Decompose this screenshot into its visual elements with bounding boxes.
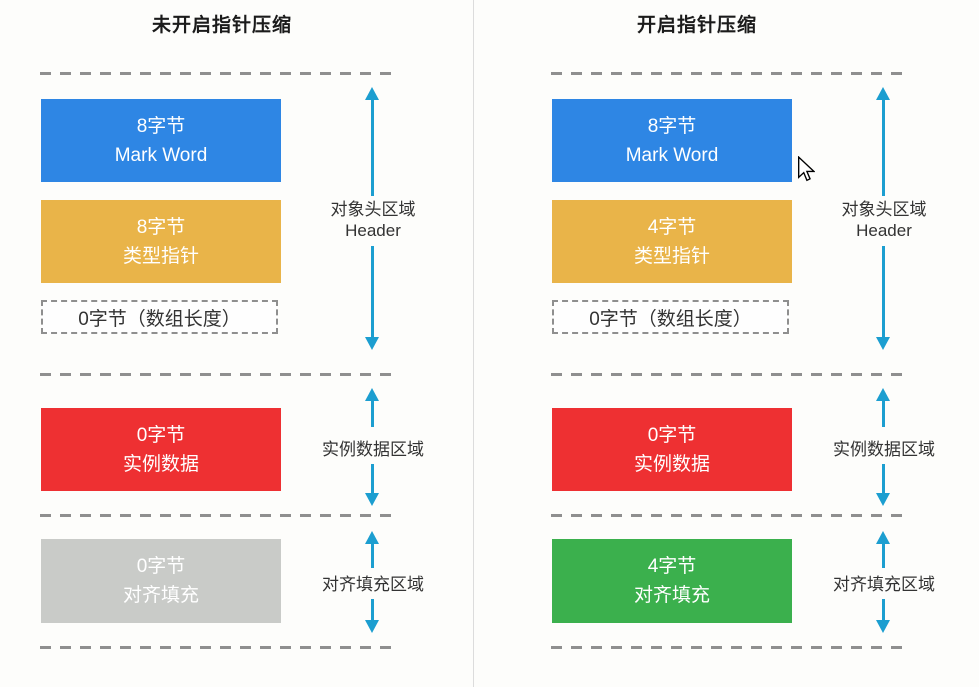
column-title: 开启指针压缩 [636, 15, 758, 36]
dashed-separator [40, 373, 398, 376]
region-arrow [882, 599, 885, 622]
region-arrow [882, 99, 885, 196]
memory-block-padding: 4字节 对齐填充 [552, 539, 792, 623]
block-name-label: 类型指针 [122, 245, 199, 267]
region-arrow [371, 99, 374, 196]
block-size-label: 8字节 [136, 115, 186, 137]
region-label-instance-data: 实例数据区域 [322, 440, 424, 459]
region-arrow [882, 246, 885, 338]
column-title: 未开启指针压缩 [151, 15, 293, 36]
region-arrow [371, 599, 374, 622]
block-size-label: 4字节 [647, 216, 697, 238]
region-label-header: 对象头区域 Header [330, 200, 416, 240]
block-size-label: 8字节 [647, 115, 697, 137]
region-arrow [371, 464, 374, 495]
memory-block-mark-word: 8字节 Mark Word [552, 99, 792, 182]
block-name-label: 对齐填充 [633, 585, 710, 606]
region-arrow [371, 400, 374, 427]
block-size-label: 0字节 [647, 424, 697, 446]
arrow-up-icon [365, 531, 379, 544]
block-name-label: 类型指针 [633, 245, 710, 267]
block-name-label: 0字节（数组长度） [589, 308, 752, 330]
dashed-separator [40, 514, 398, 517]
block-size-label: 4字节 [647, 556, 697, 577]
column-with-compression: 开启指针压缩 8字节 Mark Word 4字节 类型指针 0字节（数组长度） … [511, 0, 979, 687]
region-arrow [371, 246, 374, 338]
dashed-separator [551, 373, 909, 376]
arrow-down-icon [365, 620, 379, 633]
arrow-down-icon [876, 493, 890, 506]
arrow-up-icon [876, 531, 890, 544]
memory-block-class-pointer: 4字节 类型指针 [552, 200, 792, 283]
block-size-label: 0字节 [136, 556, 186, 577]
block-name-label: 0字节（数组长度） [78, 308, 241, 330]
region-arrow [371, 543, 374, 568]
column-divider [473, 0, 474, 687]
memory-block-mark-word: 8字节 Mark Word [41, 99, 281, 182]
memory-block-class-pointer: 8字节 类型指针 [41, 200, 281, 283]
region-label-instance-data: 实例数据区域 [833, 440, 935, 459]
arrow-down-icon [876, 620, 890, 633]
region-arrow [882, 543, 885, 568]
arrow-up-icon [876, 87, 890, 100]
block-name-label: Mark Word [114, 144, 208, 166]
dashed-separator [551, 514, 909, 517]
memory-block-array-length: 0字节（数组长度） [552, 300, 789, 334]
block-name-label: 对齐填充 [122, 585, 199, 606]
arrow-down-icon [365, 337, 379, 350]
arrow-down-icon [876, 337, 890, 350]
dashed-separator [40, 646, 398, 649]
arrow-up-icon [876, 388, 890, 401]
memory-block-instance-data: 0字节 实例数据 [41, 408, 281, 491]
block-size-label: 0字节 [136, 424, 186, 446]
dashed-separator [551, 646, 909, 649]
region-label-padding: 对齐填充区域 [833, 575, 935, 594]
block-name-label: Mark Word [625, 144, 719, 166]
arrow-up-icon [365, 87, 379, 100]
arrow-down-icon [365, 493, 379, 506]
region-label-header: 对象头区域 Header [841, 200, 927, 240]
region-arrow [882, 400, 885, 427]
memory-block-array-length: 0字节（数组长度） [41, 300, 278, 334]
memory-block-padding: 0字节 对齐填充 [41, 539, 281, 623]
arrow-up-icon [365, 388, 379, 401]
column-no-compression: 未开启指针压缩 8字节 Mark Word 8字节 类型指针 0字节（数组长度）… [0, 0, 470, 687]
mouse-cursor-icon [798, 156, 815, 182]
block-name-label: 实例数据 [122, 453, 199, 475]
region-arrow [882, 464, 885, 495]
dashed-separator [551, 72, 909, 75]
block-name-label: 实例数据 [633, 453, 710, 475]
memory-block-instance-data: 0字节 实例数据 [552, 408, 792, 491]
dashed-separator [40, 72, 398, 75]
block-size-label: 8字节 [136, 216, 186, 238]
region-label-padding: 对齐填充区域 [322, 575, 424, 594]
